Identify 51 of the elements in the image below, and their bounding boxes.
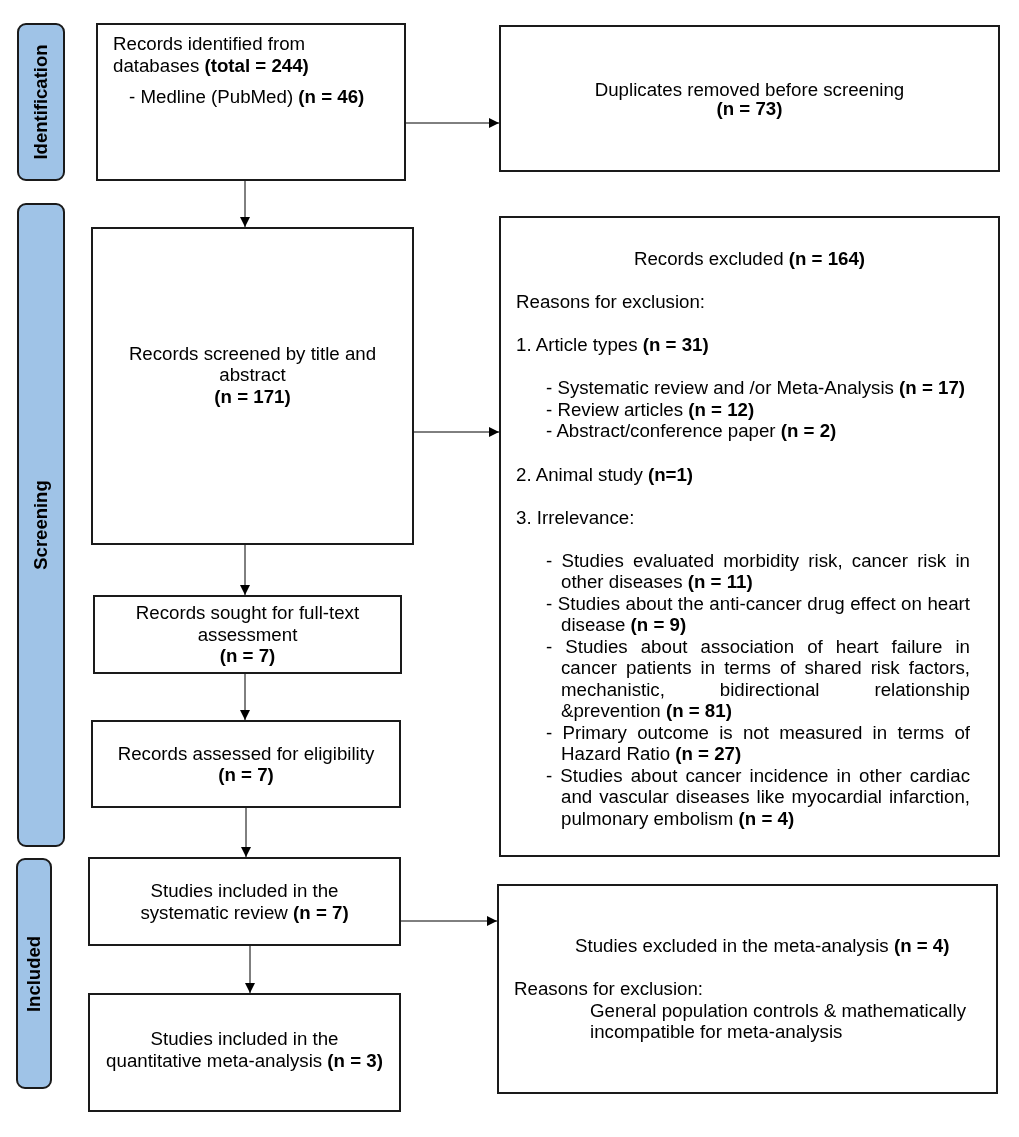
process-box (497, 884, 998, 1094)
section-heading: Reasons for exclusion: (516, 291, 706, 313)
count-label: (n = 73) (716, 98, 783, 118)
phase-band (17, 203, 65, 847)
flow-arrow (240, 673, 250, 721)
phase-band (16, 858, 52, 1089)
flow-arrow (400, 916, 498, 926)
list-item: - Studies about cancer incidence in other cardiac and vascular diseases like myocardial infarction, pulmonary embolism (n = 4) (546, 764, 970, 829)
flow-arrow (405, 118, 500, 128)
box-heading: Duplicates removed before screening (594, 79, 905, 99)
list-item: - Studies about association of heart failure in cancer patients in terms of shared risk factors, mechanistic, bidirectional relationship &prevention (n = 81) (546, 635, 970, 722)
flow-arrow (245, 945, 255, 994)
process-box (93, 595, 402, 674)
list-item: - Abstract/conference paper (n = 2) (546, 420, 838, 442)
flow-arrow (241, 807, 251, 858)
phase-label: Identification (31, 44, 51, 160)
section-heading: 3. Irrelevance: (516, 506, 635, 528)
count-label: (n = 7) (218, 764, 274, 786)
process-box (499, 216, 1000, 857)
box-heading: Records identified from databases (total = 244) (113, 33, 310, 76)
box-heading: Studies included in the systematic review (n = 7) (139, 880, 350, 923)
process-box (91, 227, 414, 545)
box-heading: Studies included in the quantitative meta-analysis (n = 3) (105, 1028, 384, 1071)
flow-arrow (240, 180, 250, 228)
list-item: - Medline (PubMed) (n = 46) (129, 86, 365, 108)
flow-arrow (413, 427, 500, 437)
process-box (91, 720, 401, 808)
section-heading: Reasons for exclusion: (514, 978, 704, 1000)
phase-band (17, 23, 65, 181)
box-heading: Studies excluded in the meta-analysis (n = 4) (575, 935, 950, 957)
count-label: (n = 171) (214, 385, 291, 408)
box-heading: Records screened by title and abstract (127, 342, 378, 386)
process-box (88, 857, 401, 946)
box-heading: Records excluded (n = 164) (633, 248, 866, 270)
list-item: - Review articles (n = 12) (546, 398, 756, 420)
reason-text: General population controls & mathematically incompatible for meta-analysis (590, 999, 968, 1043)
list-item: - Primary outcome is not measured in terms of Hazard Ratio (n = 27) (546, 721, 970, 765)
box-heading: Records sought for full-text assessment (134, 602, 361, 646)
section-heading: 2. Animal study (n=1) (516, 463, 694, 485)
phase-label: Screening (31, 480, 51, 570)
process-box (96, 23, 406, 181)
list-item: - Systematic review and /or Meta-Analysis (n = 17) (546, 377, 967, 399)
process-box (88, 993, 401, 1112)
process-box (499, 25, 1000, 172)
section-heading: 1. Article types (n = 31) (516, 334, 709, 356)
box-heading: Records assessed for eligibility (117, 742, 375, 764)
list-item: - Studies evaluated morbidity risk, cancer risk in other diseases (n = 11) (546, 549, 970, 593)
phase-label: Included (24, 935, 44, 1012)
flow-arrow (240, 544, 250, 596)
count-label: (n = 7) (219, 645, 276, 667)
list-item: - Studies about the anti-cancer drug effect on heart disease (n = 9) (546, 592, 970, 636)
